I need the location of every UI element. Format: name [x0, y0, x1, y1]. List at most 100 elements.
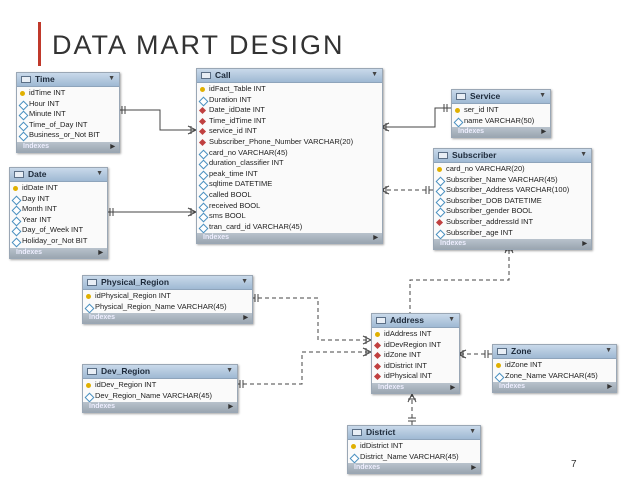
table-header[interactable]: Date▼ [10, 168, 107, 182]
chevron-right-icon[interactable]: ▶ [228, 404, 233, 411]
column-row[interactable]: idAddress INT [372, 329, 459, 340]
column-row[interactable]: peak_time INT [197, 169, 382, 181]
table-header[interactable]: Physical_Region▼ [83, 276, 252, 290]
column-row[interactable]: service_id INT [197, 126, 382, 137]
column-row[interactable]: sms BOOL [197, 211, 382, 223]
column-row[interactable]: Physical_Region_Name VARCHAR(45) [83, 302, 252, 314]
column-row[interactable]: District_Name VARCHAR(45) [348, 452, 480, 464]
column-row[interactable]: Day_of_Week INT [10, 225, 107, 237]
column-row[interactable]: Year INT [10, 215, 107, 227]
column-row[interactable]: idPhysical INT [372, 371, 459, 382]
column-row[interactable]: Date_idDate INT [197, 105, 382, 116]
column-row[interactable]: Subscriber_addressId INT [434, 217, 591, 228]
column-row[interactable]: Minute INT [17, 109, 119, 121]
chevron-right-icon[interactable]: ▶ [541, 129, 546, 136]
chevron-down-icon[interactable]: ▼ [371, 71, 378, 78]
table-header[interactable]: Zone▼ [493, 345, 616, 359]
column-row[interactable]: idDistrict INT [372, 361, 459, 372]
table-header[interactable]: Service▼ [452, 90, 550, 104]
table-subscriber[interactable]: Subscriber▼ card_no VARCHAR(20)Subscribe… [433, 148, 592, 251]
chevron-down-icon[interactable]: ▼ [469, 428, 476, 435]
chevron-down-icon[interactable]: ▼ [448, 316, 455, 323]
chevron-right-icon[interactable]: ▶ [98, 249, 103, 256]
indexes-section[interactable]: Indexes▶ [10, 247, 107, 258]
column-label: card_no VARCHAR(45) [209, 147, 288, 157]
chevron-down-icon[interactable]: ▼ [539, 92, 546, 99]
indexes-section[interactable]: Indexes▶ [83, 402, 237, 413]
column-row[interactable]: card_no VARCHAR(20) [434, 164, 591, 175]
column-label: Month INT [22, 204, 58, 214]
table-header[interactable]: Time▼ [17, 73, 119, 87]
column-row[interactable]: card_no VARCHAR(45) [197, 147, 382, 160]
indexes-section[interactable]: Indexes▶ [83, 313, 252, 324]
column-row[interactable]: idZone INT [493, 360, 616, 371]
column-row[interactable]: Subscriber_gender BOOL [434, 206, 591, 218]
table-header[interactable]: Call▼ [197, 69, 382, 83]
table-header[interactable]: Subscriber▼ [434, 149, 591, 163]
column-row[interactable]: Time_of_Day INT [17, 120, 119, 132]
column-row[interactable]: tran_card_id VARCHAR(45) [197, 222, 382, 234]
column-row[interactable]: idDev_Region INT [83, 380, 237, 391]
chevron-right-icon[interactable]: ▶ [607, 384, 612, 391]
table-header[interactable]: District▼ [348, 426, 480, 440]
column-row[interactable]: received BOOL [197, 201, 382, 212]
column-row[interactable]: called BOOL [197, 190, 382, 202]
column-row[interactable]: idDistrict INT [348, 441, 480, 452]
indexes-section[interactable]: Indexes▶ [348, 463, 480, 474]
table-header[interactable]: Address▼ [372, 314, 459, 328]
column-row[interactable]: Subscriber_DOB DATETIME [434, 196, 591, 208]
column-row[interactable]: Zone_Name VARCHAR(45) [493, 371, 616, 383]
indexes-section[interactable]: Indexes▶ [434, 239, 591, 250]
column-row[interactable]: Business_or_Not BIT [17, 130, 119, 142]
column-row[interactable]: idFact_Table INT [197, 84, 382, 95]
column-row[interactable]: sqltime DATETIME [197, 179, 382, 191]
column-label: Day INT [22, 193, 50, 203]
column-row[interactable]: duration_classifier INT [197, 158, 382, 170]
column-row[interactable]: Dev_Region_Name VARCHAR(45) [83, 391, 237, 403]
column-row[interactable]: Month INT [10, 204, 107, 216]
column-row[interactable]: Subscriber_Name VARCHAR(45) [434, 175, 591, 187]
chevron-down-icon[interactable]: ▼ [241, 278, 248, 285]
indexes-section[interactable]: Indexes▶ [197, 233, 382, 244]
column-row[interactable]: idPhysical_Region INT [83, 291, 252, 302]
chevron-right-icon[interactable]: ▶ [450, 384, 455, 391]
indexes-section[interactable]: Indexes▶ [17, 141, 119, 152]
column-row[interactable]: Duration INT [197, 95, 382, 107]
column-row[interactable]: ser_id INT [452, 105, 550, 116]
column-row[interactable]: idTime INT [17, 88, 119, 99]
column-row[interactable]: Hour INT [17, 99, 119, 111]
column-row[interactable]: idDate INT [10, 183, 107, 194]
chevron-right-icon[interactable]: ▶ [373, 235, 378, 242]
chevron-down-icon[interactable]: ▼ [96, 170, 103, 177]
chevron-down-icon[interactable]: ▼ [226, 367, 233, 374]
column-row[interactable]: idDevRegion INT [372, 340, 459, 351]
chevron-right-icon[interactable]: ▶ [582, 241, 587, 248]
chevron-right-icon[interactable]: ▶ [243, 315, 248, 322]
column-row[interactable]: Holiday_or_Not BIT [10, 236, 107, 248]
column-row[interactable]: idZone INT [372, 350, 459, 361]
column-row[interactable]: Day INT [10, 193, 107, 206]
indexes-section[interactable]: Indexes▶ [372, 382, 459, 393]
indexes-section[interactable]: Indexes▶ [452, 127, 550, 138]
column-row[interactable]: Subscriber_age INT [434, 228, 591, 240]
chevron-right-icon[interactable]: ▶ [471, 465, 476, 472]
column-row[interactable]: Subscriber_Address VARCHAR(100) [434, 185, 591, 197]
table-header[interactable]: Dev_Region▼ [83, 365, 237, 379]
column-row[interactable]: Time_idTime INT [197, 116, 382, 127]
chevron-down-icon[interactable]: ▼ [605, 347, 612, 354]
chevron-right-icon[interactable]: ▶ [110, 143, 115, 150]
indexes-section[interactable]: Indexes▶ [493, 382, 616, 393]
column-row[interactable]: name VARCHAR(50) [452, 116, 550, 128]
chevron-down-icon[interactable]: ▼ [108, 75, 115, 82]
column-row[interactable]: Subscriber_Phone_Number VARCHAR(20) [197, 137, 382, 148]
chevron-down-icon[interactable]: ▼ [580, 151, 587, 158]
